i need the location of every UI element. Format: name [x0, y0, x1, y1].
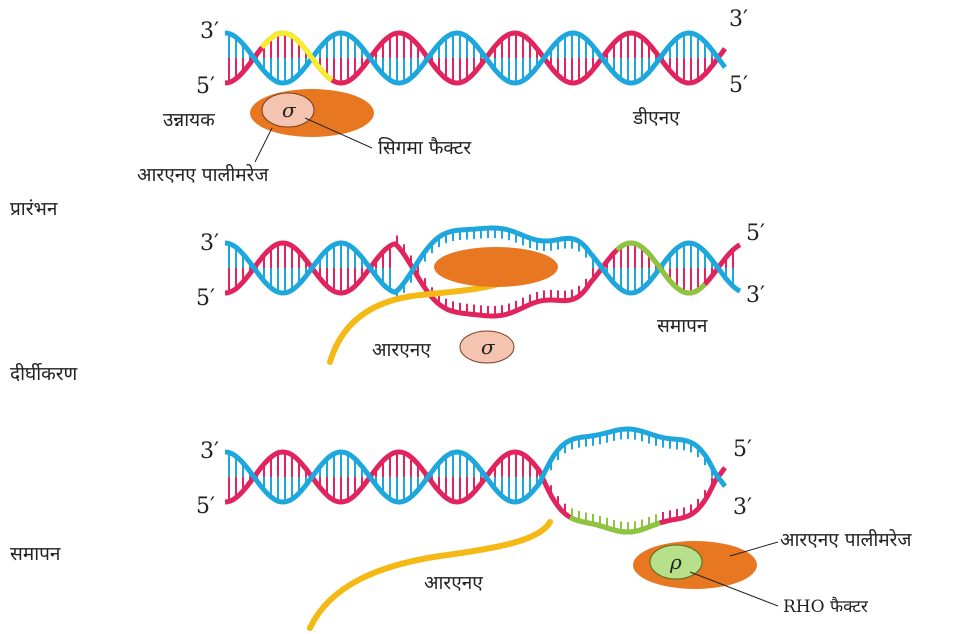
rho-factor-label: RHO फैक्टर	[783, 596, 869, 617]
label-5prime-right: 5′	[746, 221, 765, 246]
sigma-symbol: σ	[481, 335, 496, 359]
rna-label: आरएनए	[424, 572, 483, 594]
polymerase-initiation: σ	[250, 89, 374, 137]
label-3prime-left: 3′	[200, 231, 219, 256]
label-3prime-right: 3′	[746, 283, 765, 308]
rna-polymerase-label: आरएनए पालीमरेज	[780, 528, 912, 551]
dna-helix-termination	[225, 429, 725, 532]
terminator-label: समापन	[657, 315, 708, 337]
label-5prime-left: 5′	[196, 74, 215, 99]
rna-label: आरएनए	[372, 339, 431, 361]
panel-termination: ρ 3′ 5′ 5′ 3′ आरएनए आरएनए पालीमरेज RHO फ…	[10, 429, 912, 628]
panel-initiation: σ 3′ 5′ 3′ 5′ उन्नायक डीएनए सिगमा फैक्टर…	[10, 7, 748, 220]
label-3prime-left: 3′	[200, 439, 219, 464]
rna-polymerase-blob	[434, 247, 558, 287]
label-5prime-right: 5′	[729, 73, 748, 98]
label-5prime-left: 5′	[196, 286, 215, 311]
promoter-label: उन्नायक	[163, 109, 215, 131]
label-3prime-right: 3′	[729, 7, 748, 32]
label-3prime-left: 3′	[200, 19, 219, 44]
rho-symbol: ρ	[669, 550, 682, 574]
polymerase-leader	[255, 128, 272, 162]
stage-initiation: प्रारंभन	[10, 198, 58, 220]
label-5prime-right: 5′	[733, 437, 752, 462]
stage-termination: समापन	[10, 543, 61, 565]
rna-polymerase-label: आरएनए पालीमरेज	[137, 163, 269, 186]
label-5prime-left: 5′	[196, 494, 215, 519]
dna-label: डीएनए	[632, 106, 680, 129]
panel-elongation: σ 3′ 5′ 5′ 3′ समापन आरएनए दीर्घीकरण	[10, 221, 765, 385]
dna-helix-initiation	[225, 33, 725, 83]
sigma-factor-label: सिगमा फैक्टर	[378, 136, 472, 159]
label-3prime-right: 3′	[733, 495, 752, 520]
sigma-symbol: σ	[282, 98, 297, 122]
stage-elongation: दीर्घीकरण	[10, 362, 78, 385]
